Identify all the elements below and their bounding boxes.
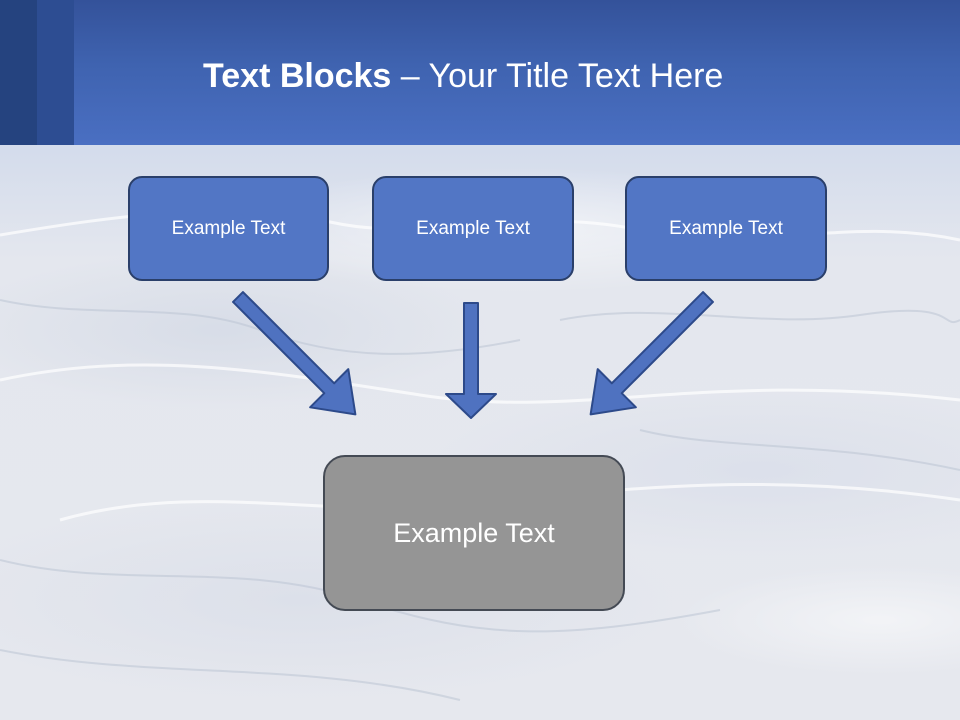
snow-ridge	[0, 363, 960, 404]
banner-stripe	[0, 0, 37, 145]
result-block[interactable]: Example Text	[323, 455, 625, 611]
snow-shadow	[0, 299, 521, 355]
text-block-3[interactable]: Example Text	[625, 176, 827, 281]
text-block-3-label: Example Text	[669, 217, 783, 239]
slide-title-bold: Text Blocks	[203, 57, 392, 95]
slide-title-dash: –	[391, 57, 429, 95]
result-block-label: Example Text	[393, 517, 555, 548]
title-banner: Text Blocks – Your Title Text Here	[0, 0, 960, 145]
snow-shadow	[0, 649, 461, 701]
slide-title-rest: Your Title Text Here	[428, 57, 724, 95]
text-block-2-label: Example Text	[416, 217, 530, 239]
slide-title: Text Blocks – Your Title Text Here	[203, 56, 723, 96]
text-block-1-label: Example Text	[171, 217, 286, 239]
banner-stripe	[37, 0, 74, 145]
text-block-2[interactable]: Example Text	[372, 176, 574, 281]
snow-shadow	[639, 429, 960, 471]
text-block-1[interactable]: Example Text	[128, 176, 329, 281]
snow-shadow	[559, 309, 960, 324]
